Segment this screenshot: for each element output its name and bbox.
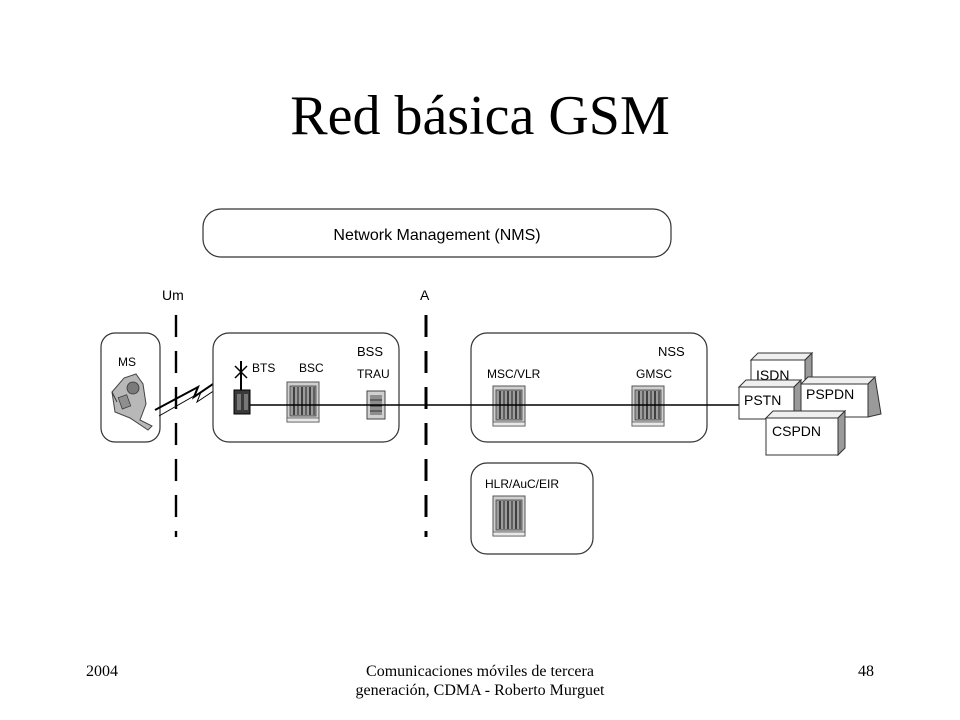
bsc-rack-icon <box>286 381 320 423</box>
network-label-cspdn: CSPDN <box>772 423 821 439</box>
network-label-pspdn: PSPDN <box>806 386 854 402</box>
slide-title: Red básica GSM <box>290 85 670 147</box>
bts-label: BTS <box>252 361 275 375</box>
nss-box: NSS MSC/VLR GMSC <box>470 332 708 443</box>
network-cspdn: CSPDN <box>764 409 847 457</box>
gmsc-label: GMSC <box>636 367 672 381</box>
bss-box: BSS BTS BSC TRAU <box>212 332 400 443</box>
footer-year: 2004 <box>86 663 118 680</box>
msc-rack-icon <box>492 385 526 427</box>
trau-label: TRAU <box>357 367 390 381</box>
bsc-label: BSC <box>299 361 324 375</box>
network-pspdn: PSPDN <box>799 375 882 418</box>
network-label-pstn: PSTN <box>744 392 781 408</box>
hlr-label: HLR/AuC/EIR <box>485 477 559 491</box>
antenna-tower-icon <box>233 361 251 415</box>
interface-um-label: Um <box>162 287 184 303</box>
nms-box: Network Management (NMS) <box>202 208 672 258</box>
nss-label: NSS <box>658 344 685 359</box>
hlr-rack-icon <box>492 495 526 537</box>
network-label-isdn: ISDN <box>756 367 789 383</box>
bss-label: BSS <box>357 344 383 359</box>
interface-a-label: A <box>420 287 430 303</box>
hlr-box: HLR/AuC/EIR <box>470 462 594 555</box>
ms-box: MS <box>100 332 161 443</box>
footer-course: Comunicaciones móviles de tercera genera… <box>355 663 605 699</box>
footer-page-number: 48 <box>858 663 874 680</box>
nms-label: Network Management (NMS) <box>333 227 540 244</box>
mobile-phone-icon <box>111 373 153 431</box>
gmsc-rack-icon <box>631 385 665 427</box>
msc-label: MSC/VLR <box>487 367 541 381</box>
ms-label: MS <box>118 355 136 369</box>
